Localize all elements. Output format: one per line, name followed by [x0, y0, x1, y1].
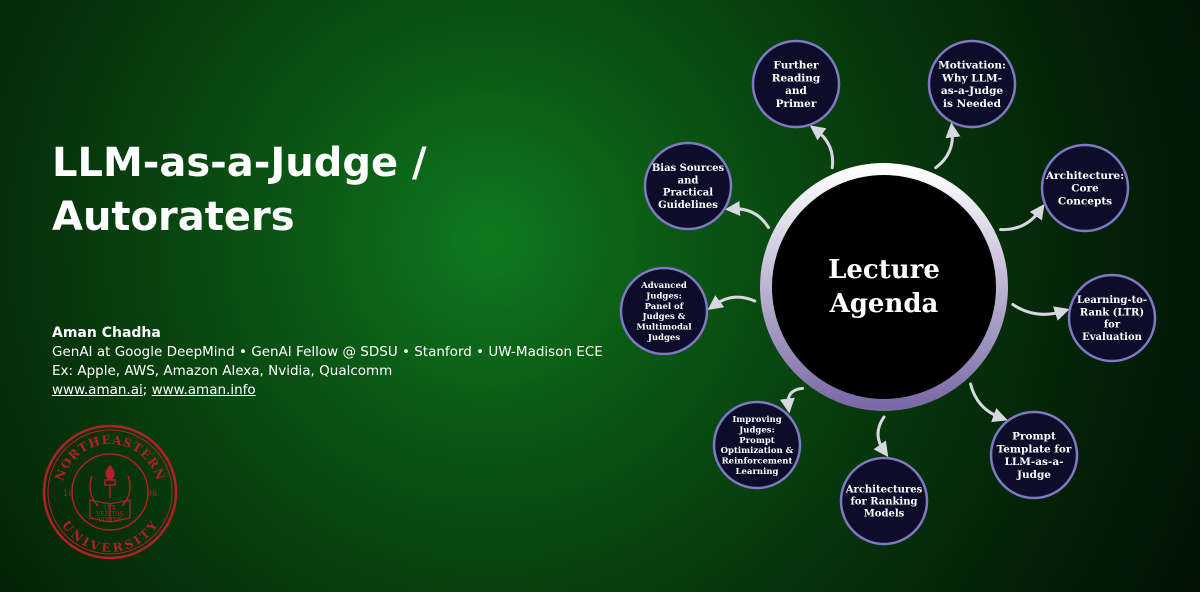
- connector-arrow-4: [1011, 303, 1070, 321]
- agenda-node-7-label-2: Judges:: [738, 425, 774, 435]
- seal-year-right: 98: [147, 489, 157, 498]
- agenda-node-9-label-2: and: [678, 175, 699, 186]
- connector-arrows: [707, 122, 1070, 458]
- agenda-node-circle-6: [839, 456, 929, 546]
- connector-arrow-6: [873, 415, 889, 458]
- agenda-node-3-label-1: Architecture:: [1045, 170, 1124, 182]
- agenda-node-circle-1: [751, 39, 841, 129]
- link-separator: ;: [142, 382, 152, 398]
- agenda-node-circle-3: [1040, 143, 1130, 233]
- title-line-1: LLM-as-a-Judge /: [52, 140, 427, 186]
- connector-arrow-8: [707, 295, 757, 311]
- agenda-node-6-label-1: Architectures: [845, 484, 923, 495]
- author-block: Aman Chadha GenAI at Google DeepMind • G…: [52, 324, 603, 400]
- agenda-node-1-label-1: Further: [773, 59, 819, 71]
- author-name: Aman Chadha: [52, 325, 161, 341]
- agenda-node-4-label-1: Learning-to-: [1077, 295, 1147, 306]
- author-experience: Ex: Apple, AWS, Amazon Alexa, Nvidia, Qu…: [52, 363, 393, 379]
- link-aman-ai[interactable]: www.aman.ai: [52, 382, 143, 398]
- seal-motto-2: VERITAS: [95, 511, 124, 518]
- center-label-line-2: Agenda: [829, 289, 939, 319]
- agenda-node-8-label-6: Judges: [647, 333, 680, 343]
- connector-arrow-3: [999, 203, 1045, 232]
- agenda-node-1-label-4: Primer: [776, 98, 817, 110]
- agenda-node-5-label-4: Judge: [1016, 469, 1051, 481]
- agenda-node-5-label-1: Prompt: [1012, 430, 1056, 442]
- connector-arrow-9: [724, 200, 770, 229]
- agenda-node-circle-4: [1067, 273, 1157, 363]
- agenda-node-5-label-2: Template for: [997, 443, 1072, 455]
- connector-arrow-7: [779, 386, 805, 414]
- agenda-node-7-label-6: Learning: [736, 467, 779, 477]
- agenda-node-7-label-3: Prompt: [739, 436, 774, 446]
- agenda-node-8-label-1: Advanced: [640, 281, 687, 291]
- title-line-2: Autoraters: [52, 194, 295, 240]
- agenda-node-9-label-1: Bias Sources: [652, 163, 725, 174]
- agenda-node-3-label-3: Concepts: [1058, 195, 1112, 207]
- agenda-node-8-label-3: Panel of: [645, 302, 685, 312]
- agenda-node-7-label-1: Improving: [732, 415, 781, 425]
- agenda-node-9-label-3: Practical: [663, 188, 713, 199]
- author-affiliation: GenAI at Google DeepMind • GenAI Fellow …: [52, 344, 603, 360]
- agenda-node-7-label-4: Optimization &: [721, 446, 794, 456]
- agenda-node-2-label-4: is Needed: [943, 98, 1002, 110]
- agenda-node-circle-2: [927, 39, 1017, 129]
- agenda-node-4-label-3: for: [1104, 320, 1121, 331]
- agenda-node-6-label-3: Models: [864, 509, 905, 520]
- center-circle: [760, 163, 1008, 411]
- author-links: www.aman.ai; www.aman.info: [52, 381, 603, 400]
- agenda-node-circle-9: [643, 141, 733, 231]
- agenda-node-2-label-1: Motivation:: [938, 59, 1006, 71]
- agenda-node-6-label-2: for Ranking: [850, 497, 917, 508]
- agenda-node-4-label-2: Rank (LTR): [1080, 307, 1144, 318]
- agenda-node-2-label-3: as-a-Judge: [941, 85, 1004, 97]
- seal-motto-1: LVX: [104, 505, 117, 512]
- agenda-node-circle-5: [989, 410, 1079, 500]
- agenda-node-9-label-4: Guidelines: [658, 200, 718, 211]
- agenda-node-8-label-4: Judges &: [642, 312, 686, 322]
- agenda-node-2-label-2: Why LLM-: [941, 72, 1002, 84]
- connector-arrow-1: [809, 125, 835, 170]
- agenda-node-1-label-3: and: [785, 85, 807, 97]
- center-node: Lecture Agenda: [760, 163, 1008, 411]
- seal-motto-3: VIRTVS: [97, 517, 122, 524]
- agenda-node-3-label-2: Core: [1071, 183, 1099, 195]
- connector-arrow-2: [934, 122, 961, 170]
- agenda-node-8-label-5: Multimodal: [636, 323, 692, 333]
- seal-year-left: 18: [63, 489, 73, 498]
- slide-title: LLM-as-a-Judge / Autoraters: [52, 136, 472, 244]
- agenda-node-1-label-2: Reading: [772, 72, 821, 84]
- agenda-node-5-label-3: LLM-as-a-: [1005, 456, 1064, 468]
- agenda-node-4-label-4: Evaluation: [1082, 332, 1143, 343]
- university-seal-icon: NORTHEASTERN UNIVERSITY 18 98 LVX VERITA…: [42, 424, 178, 560]
- center-label-line-1: Lecture: [828, 255, 940, 285]
- agenda-node-circle-7: [712, 400, 802, 490]
- agenda-node-circle-8: [619, 266, 709, 356]
- agenda-node-8-label-2: Judges:: [645, 291, 681, 301]
- link-aman-info[interactable]: www.aman.info: [151, 382, 256, 398]
- connector-arrow-5: [969, 382, 1008, 423]
- agenda-node-7-label-5: Reinforcement: [722, 457, 793, 467]
